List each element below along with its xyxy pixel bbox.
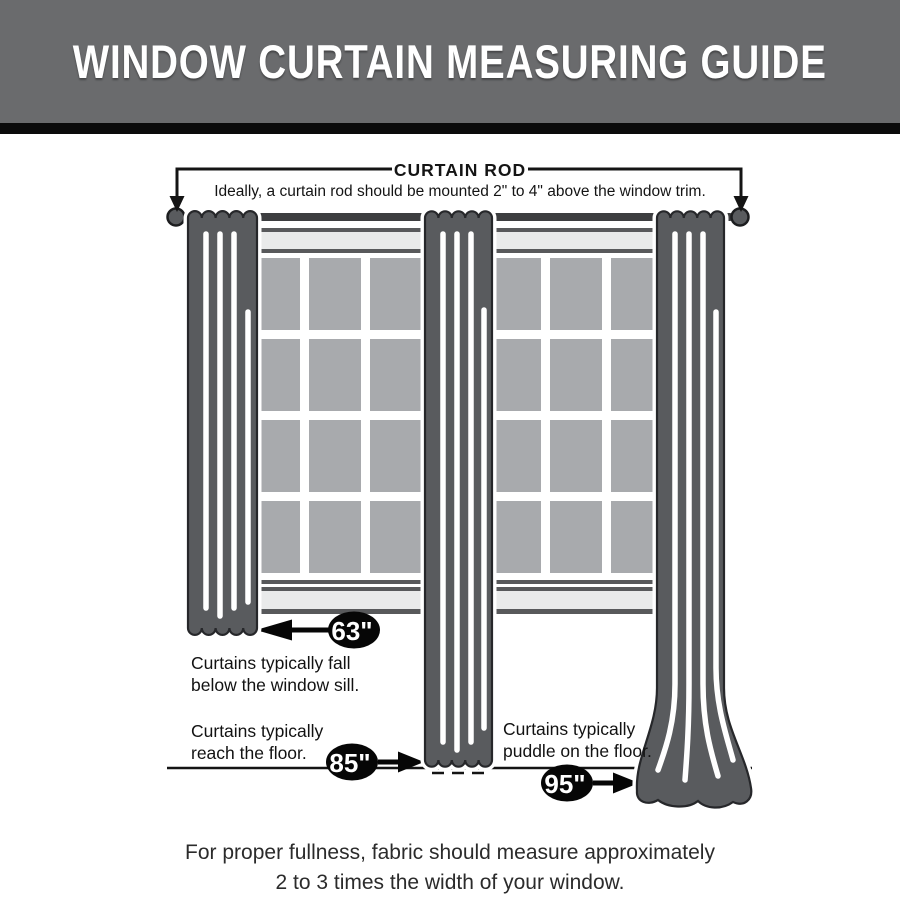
measurement-value: 95": [544, 769, 585, 799]
arrow-left-icon: [256, 619, 292, 641]
window-pane: [370, 339, 422, 411]
curtain-left-63: [183, 206, 262, 640]
window-pane: [309, 420, 361, 492]
footer-line: 2 to 3 times the width of your window.: [275, 871, 625, 894]
rod-finial-right: [730, 207, 750, 227]
measurement-value: 85": [329, 748, 370, 778]
caption-line: Curtains typically: [503, 719, 636, 739]
window-pane: [550, 501, 602, 573]
window-pane: [489, 258, 541, 330]
caption-below-sill: Curtains typically fall below the window…: [191, 652, 359, 696]
curtain-middle-85: [420, 206, 497, 775]
window-pane: [309, 501, 361, 573]
rod-finial-left: [166, 207, 186, 227]
measurement-value: 63": [331, 616, 372, 646]
window-pane: [550, 258, 602, 330]
header-banner: WINDOW CURTAIN MEASURING GUIDE: [0, 0, 900, 123]
measurement-badge: [541, 764, 593, 802]
arrow-down-icon: [169, 196, 185, 212]
header-divider: [0, 123, 900, 134]
caption-line: Curtains typically: [191, 721, 324, 741]
window-pane: [550, 420, 602, 492]
caption-reach-floor: Curtains typically reach the floor.: [191, 720, 323, 764]
bracket-left: [175, 167, 392, 198]
curtain-pleats: [440, 231, 487, 753]
measurement-badge: [328, 611, 380, 649]
caption-line: puddle on the floor.: [503, 741, 652, 761]
curtain-rod-description: Ideally, a curtain rod should be mounted…: [214, 183, 706, 200]
measurement-badge: [326, 743, 378, 781]
footer-line: For proper fullness, fabric should measu…: [185, 841, 715, 864]
caption-puddle-floor: Curtains typically puddle on the floor.: [503, 718, 652, 762]
caption-line: reach the floor.: [191, 743, 307, 763]
bracket-right: [528, 167, 743, 198]
window-pane: [309, 339, 361, 411]
window-pane: [309, 258, 361, 330]
page-title: WINDOW CURTAIN MEASURING GUIDE: [73, 35, 827, 88]
window-pane: [370, 420, 422, 492]
measurement-63: 63": [256, 611, 380, 649]
window-pane: [370, 258, 422, 330]
window-pane: [489, 501, 541, 573]
caption-line: Curtains typically fall: [191, 653, 351, 673]
window-pane: [550, 339, 602, 411]
curtain-pleats: [203, 231, 251, 619]
arrow-right-icon: [613, 772, 639, 794]
window-pane: [370, 501, 422, 573]
curtain-panel: [635, 210, 753, 809]
arrow-right-icon: [398, 751, 424, 773]
measurement-85: 85": [326, 743, 424, 781]
footer-note: For proper fullness, fabric should measu…: [0, 838, 900, 898]
window-pane: [489, 339, 541, 411]
arrow-down-icon: [733, 196, 749, 212]
curtain-pleats: [655, 231, 736, 783]
measurement-95: 95": [541, 764, 639, 802]
curtain-right-95: [632, 206, 756, 812]
caption-line: below the window sill.: [191, 675, 360, 695]
curtain-rod-label: CURTAIN ROD: [394, 160, 526, 180]
rod-annotation: CURTAIN ROD Ideally, a curtain rod shoul…: [169, 160, 749, 212]
window-pane: [489, 420, 541, 492]
